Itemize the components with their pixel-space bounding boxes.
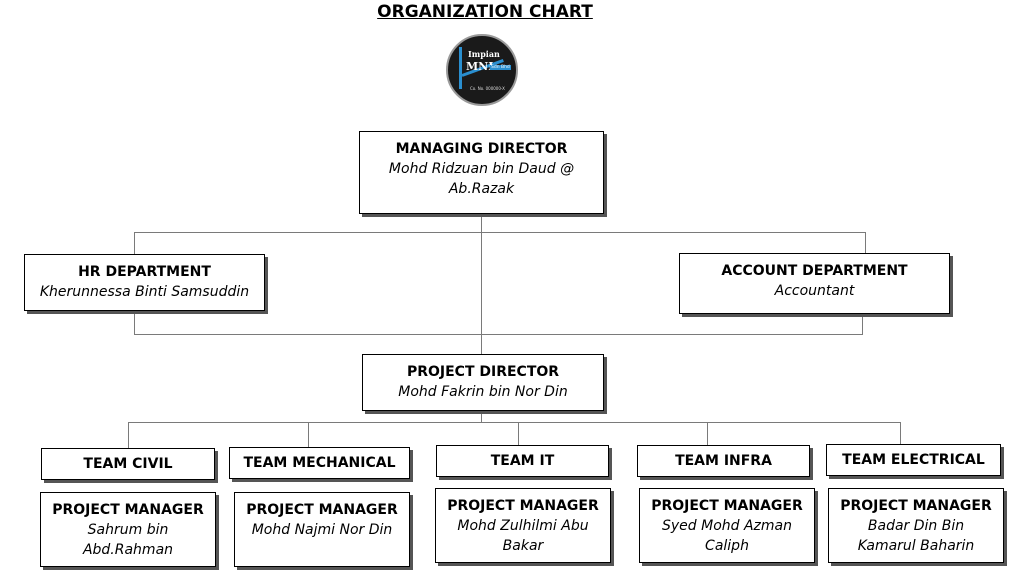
logo-text-line1: Impian [468,49,500,59]
pm-electrical-box: PROJECT MANAGER Badar Din Bin Kamarul Ba… [828,488,1004,563]
team-mechanical-label: TEAM MECHANICAL [243,454,396,471]
pm-it-box: PROJECT MANAGER Mohd Zulhilmi Abu Bakar [435,488,611,563]
connector-account-up [865,232,866,254]
team-it-label: TEAM IT [490,452,555,469]
account-department-box: ACCOUNT DEPARTMENT Accountant [679,253,950,314]
connector-team-civil [128,422,129,449]
hr-department-name: Kherunnessa Binti Samsuddin [39,284,250,300]
project-director-box: PROJECT DIRECTOR Mohd Fakrin bin Nor Din [362,354,604,411]
connector-center-vertical [481,232,482,354]
team-mechanical-box: TEAM MECHANICAL [229,447,410,479]
project-director-role: PROJECT DIRECTOR [406,364,560,380]
account-department-name: Accountant [774,283,855,299]
team-electrical-label: TEAM ELECTRICAL [842,451,985,468]
connector-team-mechanical [308,422,309,448]
team-infra-box: TEAM INFRA [637,445,810,477]
connector-top-horizontal [134,232,866,233]
project-director-name: Mohd Fakrin bin Nor Din [398,384,568,400]
connector-md-down [481,213,482,232]
pm-mechanical-box: PROJECT MANAGER Mohd Najmi Nor Din [234,492,410,567]
company-logo: Impian MNI Sdn Bhd Co. No. 000000-X [446,34,518,106]
connector-mid-horizontal [134,334,863,335]
connector-team-infra [707,422,708,446]
connector-team-it [518,422,519,446]
pm-electrical-name: Badar Din Bin Kamarul Baharin [857,518,975,554]
team-civil-label: TEAM CIVIL [83,455,173,472]
connector-teams-horizontal [128,422,900,423]
logo-text-line2: MNI [466,60,494,73]
pm-electrical-role: PROJECT MANAGER [840,498,992,514]
team-it-box: TEAM IT [436,445,609,477]
pm-infra-box: PROJECT MANAGER Syed Mohd Azman Caliph [639,488,815,563]
logo-bar-vertical [459,47,462,89]
chart-title: ORGANIZATION CHART [377,2,593,22]
logo-text-line4: Co. No. 000000-X [470,86,505,91]
hr-department-box: HR DEPARTMENT Kherunnessa Binti Samsuddi… [24,254,265,311]
hr-department-role: HR DEPARTMENT [78,264,211,280]
pm-it-role: PROJECT MANAGER [447,498,599,514]
pm-civil-role: PROJECT MANAGER [52,502,204,518]
pm-civil-name: Sahrum bin Abd.Rahman [82,522,174,558]
pm-mechanical-name: Mohd Najmi Nor Din [251,522,393,538]
account-department-role: ACCOUNT DEPARTMENT [721,263,908,279]
connector-hr-up [134,232,135,254]
managing-director-role: MANAGING DIRECTOR [395,141,568,157]
connector-pd-down [481,409,482,423]
connector-hr-down [134,310,135,335]
team-civil-box: TEAM CIVIL [41,448,215,480]
team-electrical-box: TEAM ELECTRICAL [826,444,1001,476]
connector-team-electrical [900,422,901,445]
pm-it-name: Mohd Zulhilmi Abu Bakar [457,518,589,554]
pm-infra-role: PROJECT MANAGER [651,498,803,514]
connector-account-down [862,313,863,335]
team-infra-label: TEAM INFRA [675,452,772,469]
pm-civil-box: PROJECT MANAGER Sahrum bin Abd.Rahman [40,492,216,567]
managing-director-box: MANAGING DIRECTOR Mohd Ridzuan bin Daud … [359,131,604,214]
managing-director-name: Mohd Ridzuan bin Daud @ Ab.Razak [388,161,575,197]
pm-mechanical-role: PROJECT MANAGER [246,502,398,518]
logo-text-line3: Sdn Bhd [490,65,511,70]
pm-infra-name: Syed Mohd Azman Caliph [662,518,792,554]
